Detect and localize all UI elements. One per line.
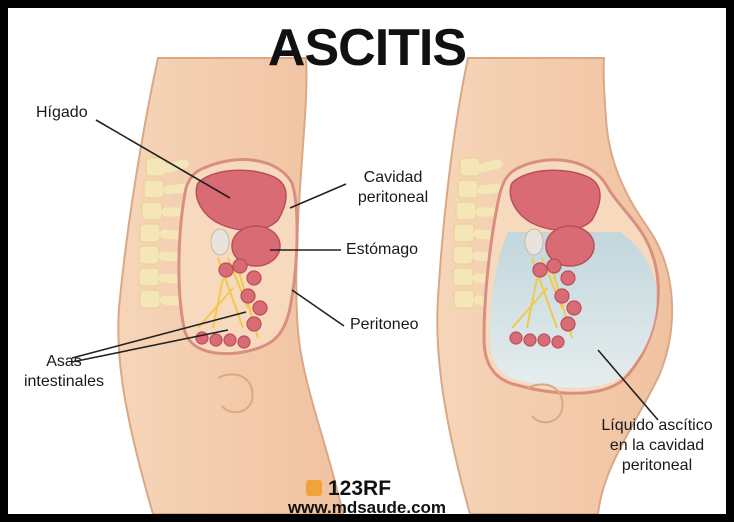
stock-text: 123RF: [328, 477, 391, 500]
diagram-frame: ASCITIS Hígado Cavidad peritoneal Estóma…: [8, 8, 726, 514]
label-asas-line1: Asas: [14, 352, 114, 372]
label-cavidad-line1: Cavidad: [348, 168, 438, 188]
peritoneo-leader: [292, 290, 344, 326]
label-estomago: Estómago: [346, 240, 418, 260]
label-liquido-line2: en la cavidad: [594, 436, 720, 456]
label-liquido-ascitico: Líquido ascítico en la cavidad peritonea…: [594, 416, 720, 476]
label-liquido-line3: peritoneal: [594, 456, 720, 476]
label-asas-intestinales: Asas intestinales: [14, 352, 114, 392]
diagram-title: ASCITIS: [8, 18, 726, 78]
label-peritoneo: Peritoneo: [350, 315, 419, 335]
label-liquido-line1: Líquido ascítico: [594, 416, 720, 436]
label-asas-line2: intestinales: [14, 372, 114, 392]
stock-watermark: 123RF: [306, 478, 391, 500]
normal-torso: [118, 58, 343, 514]
source-url: www.mdsaude.com: [8, 498, 726, 514]
label-cavidad-peritoneal: Cavidad peritoneal: [348, 168, 438, 208]
stock-logo-icon: [306, 480, 322, 496]
label-higado: Hígado: [36, 103, 88, 123]
label-cavidad-line2: peritoneal: [348, 188, 438, 208]
